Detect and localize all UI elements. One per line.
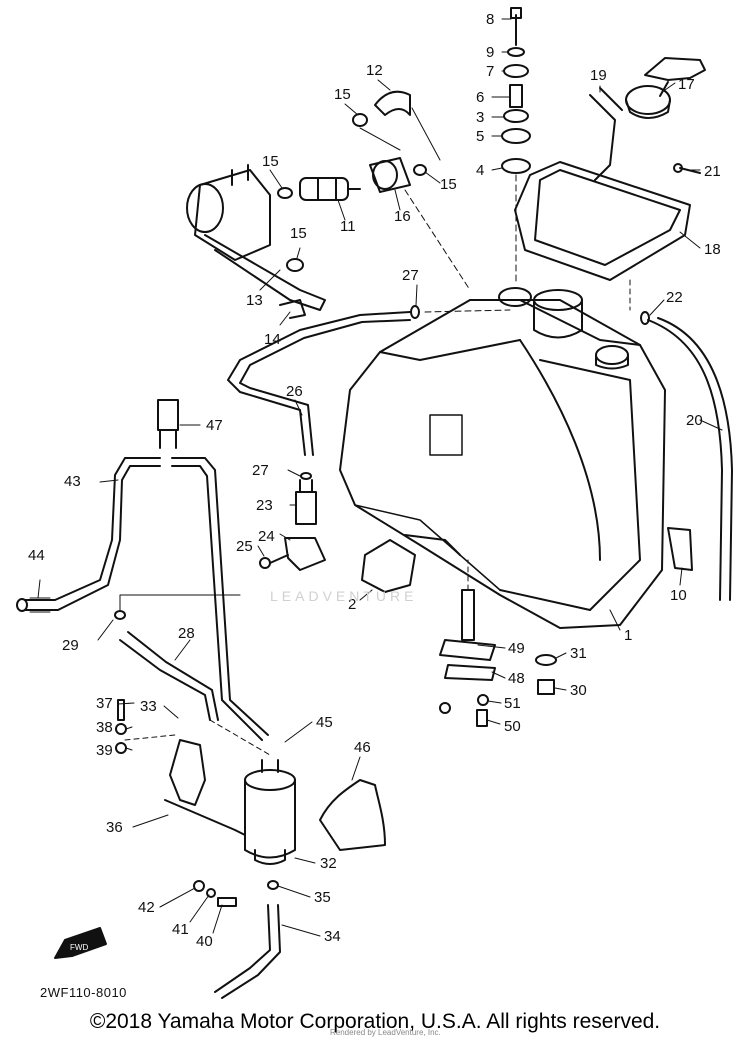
watermark: LEADVENTURE	[270, 588, 418, 604]
callout-20: 20	[686, 412, 703, 429]
hose-28-parts	[114, 594, 241, 721]
callout-31: 31	[570, 645, 587, 662]
callout-18: 18	[704, 241, 721, 258]
tray-and-cap-parts	[514, 57, 706, 281]
callout-34: 34	[324, 928, 341, 945]
callout-30: 30	[570, 682, 587, 699]
callout-6: 6	[476, 89, 484, 106]
callout-21: 21	[704, 163, 721, 180]
callout-7: 7	[486, 63, 494, 80]
callout-48: 48	[508, 670, 525, 687]
callout-32: 32	[320, 855, 337, 872]
callout-45: 45	[316, 714, 333, 731]
callout-16: 16	[394, 208, 411, 225]
callout-15-left: 15	[262, 153, 279, 170]
callout-33: 33	[140, 698, 157, 715]
callout-44: 44	[28, 547, 45, 564]
callout-12: 12	[366, 62, 383, 79]
callout-10: 10	[670, 587, 687, 604]
callout-46: 46	[354, 739, 371, 756]
mount-stack-parts	[501, 7, 531, 286]
callout-39: 39	[96, 742, 113, 759]
callout-40: 40	[196, 933, 213, 950]
leader-lines	[37, 18, 723, 937]
callout-15-top: 15	[334, 86, 351, 103]
callout-3: 3	[476, 109, 484, 126]
callout-15-lower: 15	[290, 225, 307, 242]
filter-assembly-parts	[186, 90, 471, 319]
callout-24: 24	[258, 528, 275, 545]
copyright-notice: ©2018 Yamaha Motor Corporation, U.S.A. A…	[89, 1010, 661, 1033]
callout-26: 26	[286, 383, 303, 400]
callout-19: 19	[590, 67, 607, 84]
drawing-code: 2WF110-8010	[40, 985, 127, 1000]
fwd-label: FWD	[70, 943, 88, 952]
fuel-cock-parts	[259, 472, 326, 571]
callout-5: 5	[476, 128, 484, 145]
callout-15-right: 15	[440, 176, 457, 193]
callout-22: 22	[666, 289, 683, 306]
fuel-system-exploded-diagram: 8 9 7 6 3 5 4 12 15 15 15 15 11 16 13 14…	[16, 7, 733, 999]
callout-35: 35	[314, 889, 331, 906]
callout-27-mid: 27	[252, 462, 269, 479]
fuel-line-parts	[16, 399, 269, 741]
callout-38: 38	[96, 719, 113, 736]
fwd-arrow-icon	[54, 927, 107, 959]
callout-49: 49	[508, 640, 525, 657]
callout-29: 29	[62, 637, 79, 654]
callout-42: 42	[138, 899, 155, 916]
callout-37: 37	[96, 695, 113, 712]
mount-parts	[361, 527, 693, 593]
callout-25: 25	[236, 538, 253, 555]
callout-17: 17	[678, 76, 695, 93]
sender-parts	[439, 559, 557, 727]
callout-43: 43	[64, 473, 81, 490]
fuel-tank-part	[339, 287, 666, 629]
callout-13: 13	[246, 292, 263, 309]
callout-23: 23	[256, 497, 273, 514]
callout-1: 1	[624, 627, 632, 644]
callout-9: 9	[486, 44, 494, 61]
callout-51: 51	[504, 695, 521, 712]
callout-11: 11	[340, 218, 356, 235]
callout-36: 36	[106, 819, 123, 836]
breather-hose-parts	[629, 279, 733, 601]
callout-8: 8	[486, 11, 494, 28]
callout-4: 4	[476, 162, 484, 179]
callout-2: 2	[348, 596, 356, 613]
rendered-by: Rendered by LeadVenture, Inc.	[330, 1028, 441, 1037]
callout-28: 28	[178, 625, 195, 642]
fuel-pump-parts	[115, 699, 386, 999]
callout-14: 14	[264, 331, 281, 348]
callout-47: 47	[206, 417, 223, 434]
callout-27-top: 27	[402, 267, 419, 284]
vent-hose-parts	[227, 305, 511, 456]
callout-41: 41	[172, 921, 189, 938]
callout-50: 50	[504, 718, 521, 735]
